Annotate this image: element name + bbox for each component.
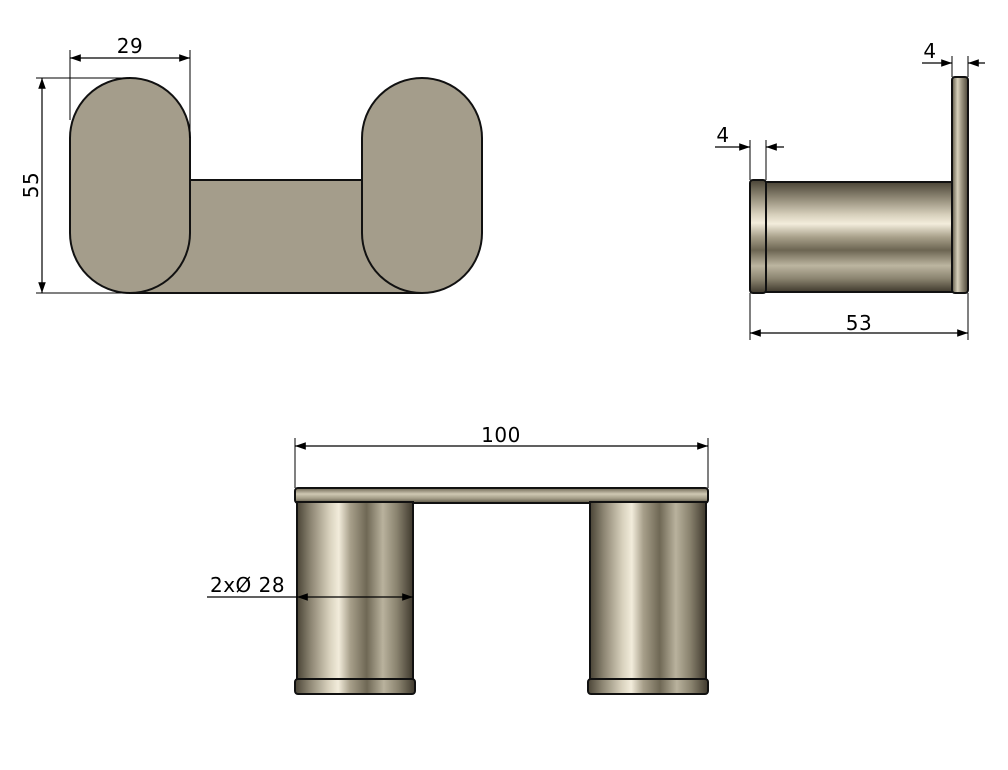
front-height-label: 55 (19, 172, 43, 198)
front-view-left-lobe-edge (129, 180, 191, 294)
side-view-shaft (764, 181, 954, 293)
top-view-wall-plate (294, 487, 709, 504)
side-plate-thickness-label: 4 (923, 39, 936, 63)
side-view-wall-plate (951, 76, 969, 294)
front-view-body (69, 76, 483, 294)
top-view-left-cap (294, 678, 416, 695)
side-view-end-cap (749, 179, 767, 294)
front-view-right-lobe-edge (361, 180, 423, 294)
side-cap-thickness-label: 4 (716, 123, 729, 147)
top-view-left-cylinder (296, 501, 414, 681)
front-view: 29 55 (19, 34, 483, 294)
side-view: 4 4 53 (715, 39, 985, 340)
top-view-right-cylinder (589, 501, 707, 681)
top-view-right-cap (587, 678, 709, 695)
top-diameter-label: 2xØ 28 (210, 573, 285, 597)
top-view: 100 2xØ 28 (207, 423, 709, 695)
front-width-label: 29 (117, 34, 143, 58)
top-width-label: 100 (481, 423, 521, 447)
side-depth-label: 53 (846, 311, 872, 335)
